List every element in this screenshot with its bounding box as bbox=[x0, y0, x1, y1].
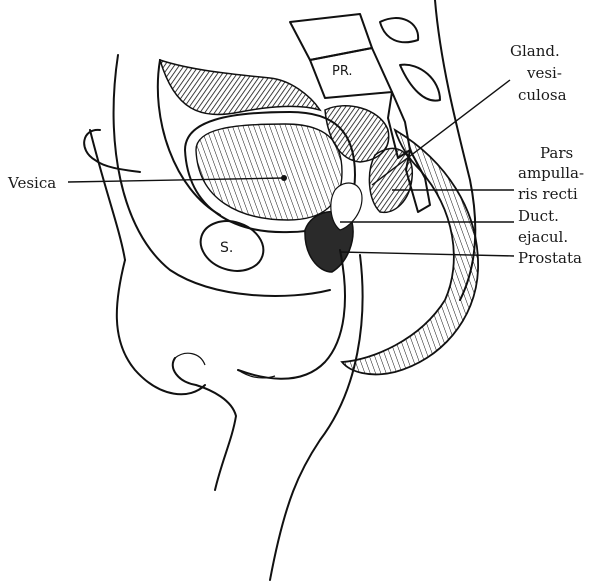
thumb-knuckle bbox=[175, 353, 205, 365]
ampulla-recti bbox=[369, 148, 412, 212]
label-pars-line1: Pars bbox=[540, 144, 573, 162]
label-gland-line1: Gland. bbox=[510, 42, 560, 60]
label-gland-line3: culosa bbox=[518, 86, 567, 104]
label-prostata: Prostata bbox=[518, 249, 582, 267]
label-gland-line2: vesi- bbox=[526, 64, 562, 82]
scrotum-outline bbox=[117, 260, 205, 394]
hand-back bbox=[270, 255, 363, 580]
ejaculatory-duct-shape bbox=[331, 183, 362, 230]
label-duct-line2: ejacul. bbox=[518, 228, 568, 246]
bladder-inner bbox=[196, 124, 342, 220]
label-pars-line2: ampulla- bbox=[518, 164, 584, 182]
label-duct-line1: Duct. bbox=[518, 207, 559, 225]
label-vesica: Vesica bbox=[7, 174, 56, 192]
penis-outline-2 bbox=[90, 130, 125, 260]
leader-prostata bbox=[340, 252, 514, 256]
label-pars-line3: ris recti bbox=[518, 185, 578, 203]
peritoneum-hatched bbox=[160, 60, 320, 114]
label-s: S. bbox=[220, 240, 233, 256]
examining-hand bbox=[173, 358, 236, 490]
label-pr: PR. bbox=[332, 64, 353, 79]
